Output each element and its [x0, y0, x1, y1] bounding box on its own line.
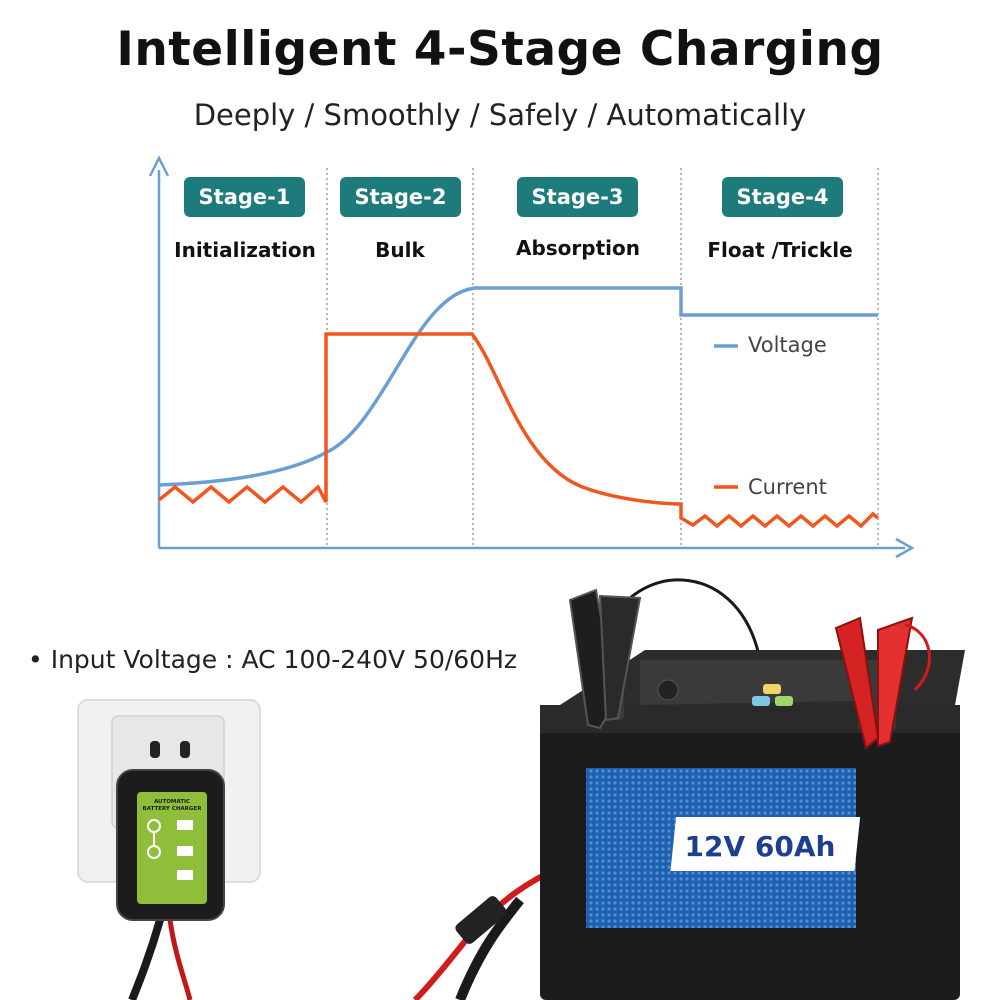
charger-label-2: BATTERY CHARGER — [143, 806, 203, 812]
bullet-icon: • — [28, 645, 43, 674]
stage-badge-3: Stage-3 — [517, 177, 638, 217]
y-axis-arrow-icon — [148, 155, 170, 177]
battery-label-text: 12V 60Ah — [685, 830, 836, 863]
charger-label-1: AUTOMATIC — [154, 799, 190, 805]
charger-status-icon — [177, 820, 193, 830]
stage-badge-4: Stage-4 — [722, 177, 843, 217]
current-curve — [157, 332, 880, 529]
legend-current: Current — [714, 475, 827, 499]
battery-lid — [640, 660, 900, 705]
input-voltage-value: Input Voltage : AC 100-240V 50/60Hz — [50, 645, 518, 674]
stage-badge-1-text: Stage-1 — [199, 185, 291, 209]
x-axis-arrow-icon — [895, 537, 915, 559]
socket-hole-left-icon — [150, 741, 160, 758]
battery-cable-black — [455, 896, 524, 1000]
battery-illustration: 12V 60Ah — [412, 578, 965, 1000]
charger-cable-red — [167, 919, 193, 1000]
stage-name-4: Float /Trickle — [707, 238, 852, 262]
page-title: Intelligent 4-Stage Charging — [116, 22, 884, 77]
input-voltage-text: • Input Voltage : AC 100-240V 50/60Hz — [28, 645, 517, 674]
charger-status-icon-3 — [177, 870, 193, 880]
stage-badge-1: Stage-1 — [184, 177, 305, 217]
legend-voltage-text: Voltage — [748, 333, 827, 357]
page-subtitle: Deeply / Smoothly / Safely / Automatical… — [193, 98, 807, 132]
cable-connector — [455, 896, 507, 944]
stage-name-3: Absorption — [516, 236, 640, 260]
socket-hole-right-icon — [180, 741, 190, 758]
voltage-curve — [158, 286, 878, 487]
battery-label-plate — [670, 817, 861, 871]
legend-voltage: Voltage — [714, 333, 827, 357]
charger-status-icon-2 — [177, 846, 193, 856]
stage-name-1: Initialization — [174, 238, 316, 262]
stage-badge-2-text: Stage-2 — [355, 185, 447, 209]
legend-current-text: Current — [748, 475, 827, 499]
stage-name-2: Bulk — [375, 238, 425, 262]
charger-cable — [128, 918, 164, 1000]
stage-badge-4-text: Stage-4 — [737, 185, 829, 209]
stage-badge-2: Stage-2 — [340, 177, 461, 217]
wall-socket-illustration: AUTOMATIC BATTERY CHARGER — [77, 699, 261, 1000]
stage-badge-3-text: Stage-3 — [532, 185, 624, 209]
battery-cable-red — [412, 865, 562, 1000]
